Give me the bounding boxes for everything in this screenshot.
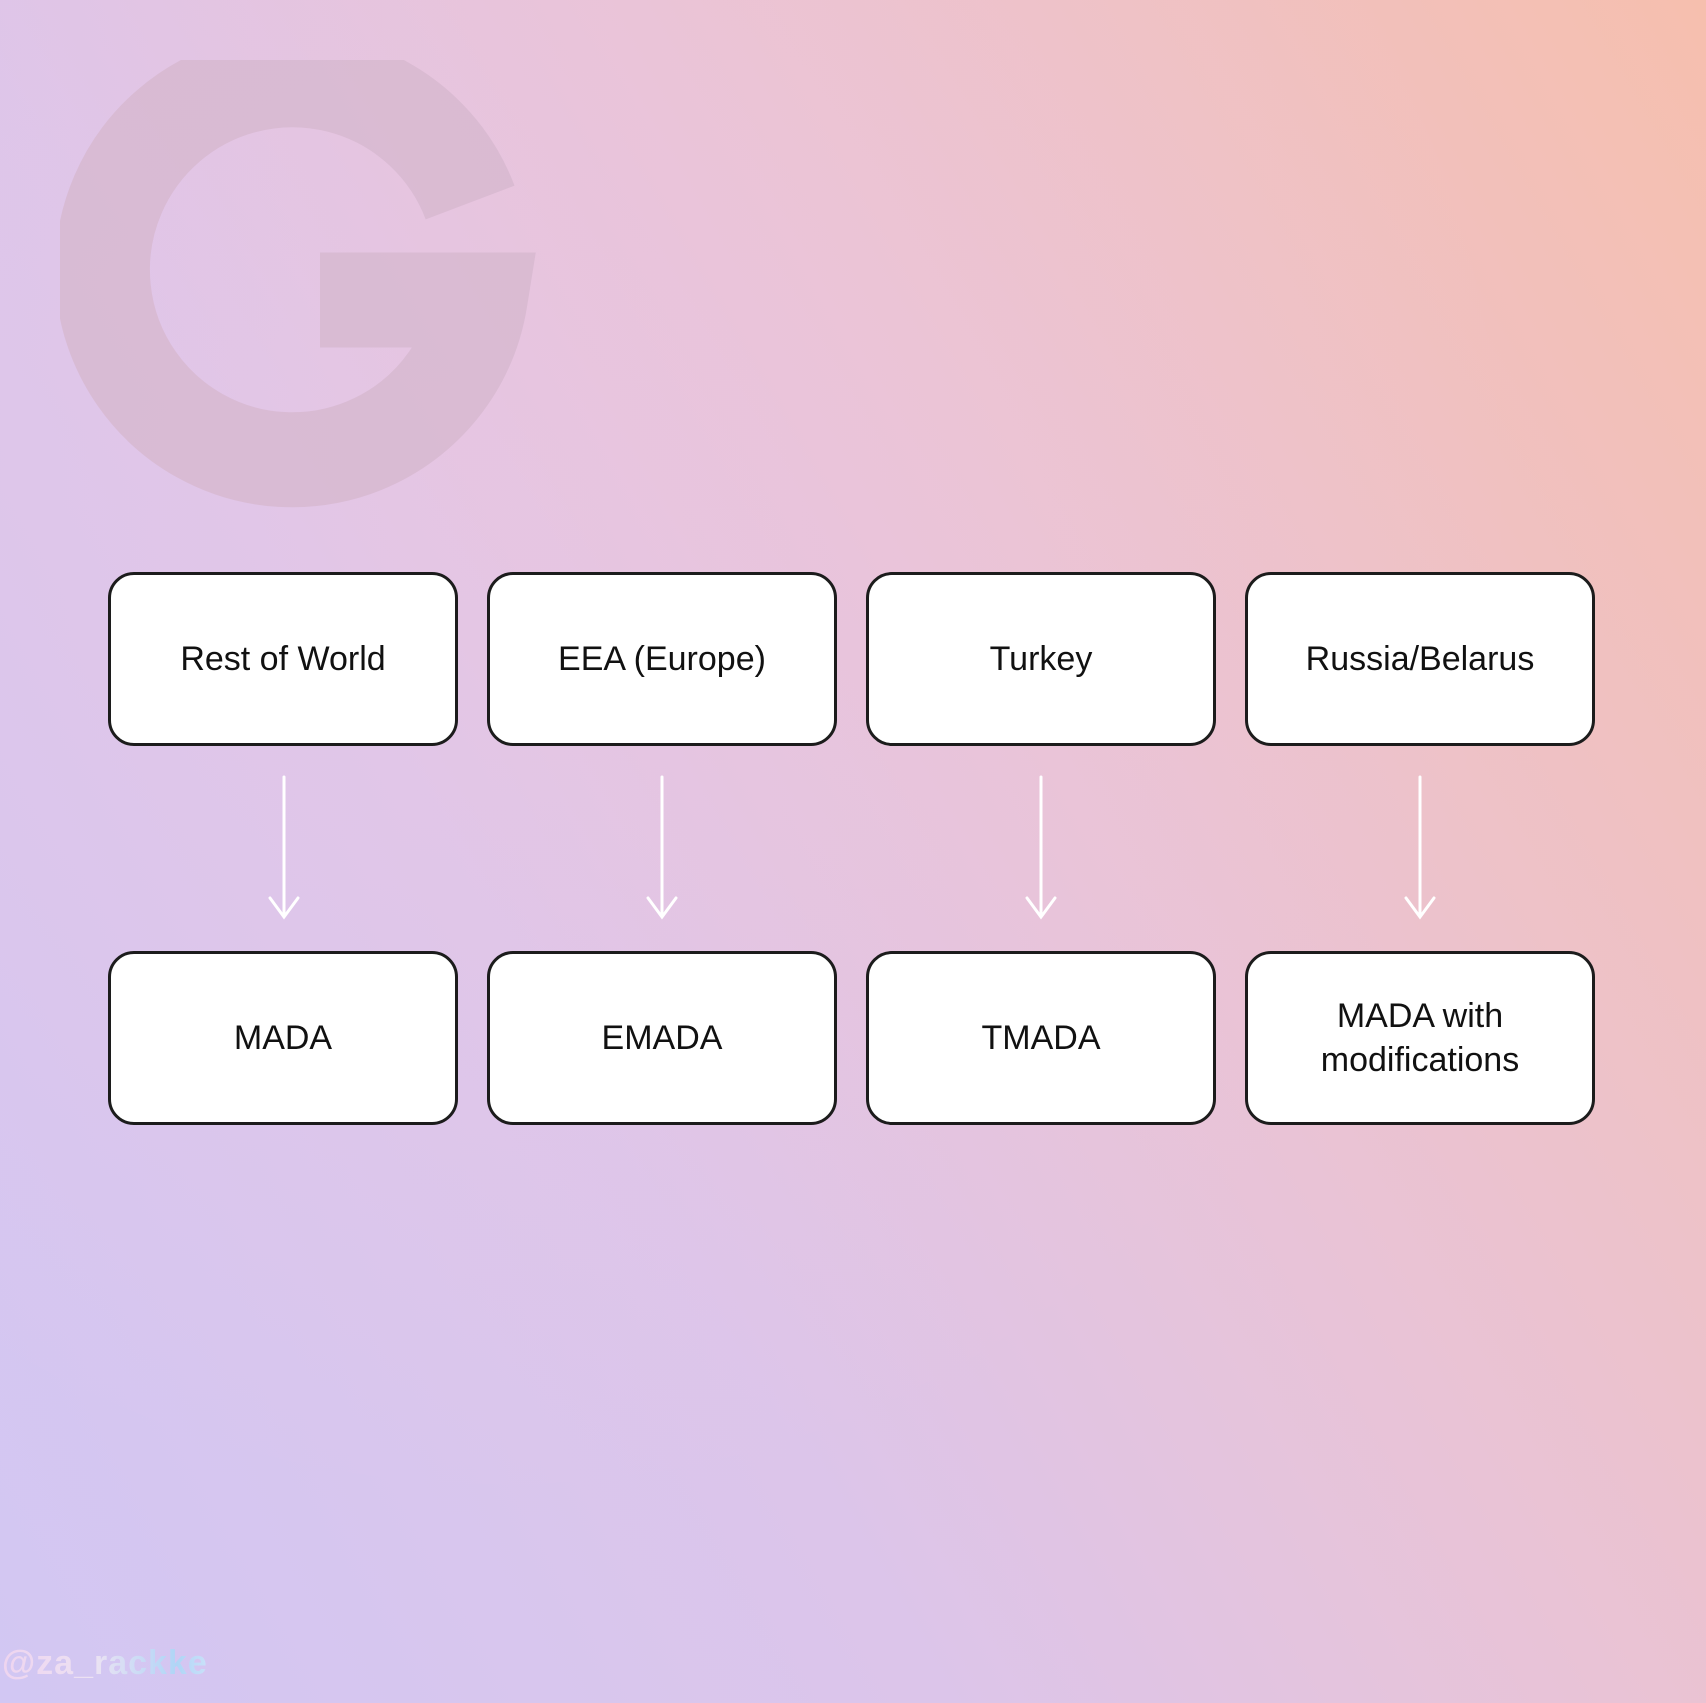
region-label: Russia/Belarus (1305, 640, 1535, 678)
region-box-eea: EEA (Europe) (487, 572, 837, 746)
agreement-box-tmada: TMADA (866, 951, 1216, 1125)
region-label: Rest of World (180, 640, 386, 678)
arrow-down-icon (268, 775, 300, 920)
region-label: Turkey (989, 640, 1093, 678)
arrow-down-icon (646, 775, 678, 920)
arrow-down-icon (1404, 775, 1436, 920)
region-label: EEA (Europe) (558, 640, 766, 678)
agreement-box-mada-modified: MADA with modifications (1245, 951, 1595, 1125)
agreement-label: EMADA (601, 1019, 723, 1057)
agreement-label-line-2: modifications (1320, 1041, 1520, 1079)
arrow-down-icon (1025, 775, 1057, 920)
agreement-box-mada: MADA (108, 951, 458, 1125)
agreement-box-emada: EMADA (487, 951, 837, 1125)
agreement-label-line-1: MADA with (1336, 997, 1504, 1035)
region-box-rest-of-world: Rest of World (108, 572, 458, 746)
google-g-logo (60, 60, 536, 508)
author-handle-watermark: @za_rackke (2, 1644, 208, 1682)
agreement-label: TMADA (981, 1019, 1101, 1057)
region-box-russia-belarus: Russia/Belarus (1245, 572, 1595, 746)
region-box-turkey: Turkey (866, 572, 1216, 746)
agreement-label: MADA (233, 1019, 333, 1057)
